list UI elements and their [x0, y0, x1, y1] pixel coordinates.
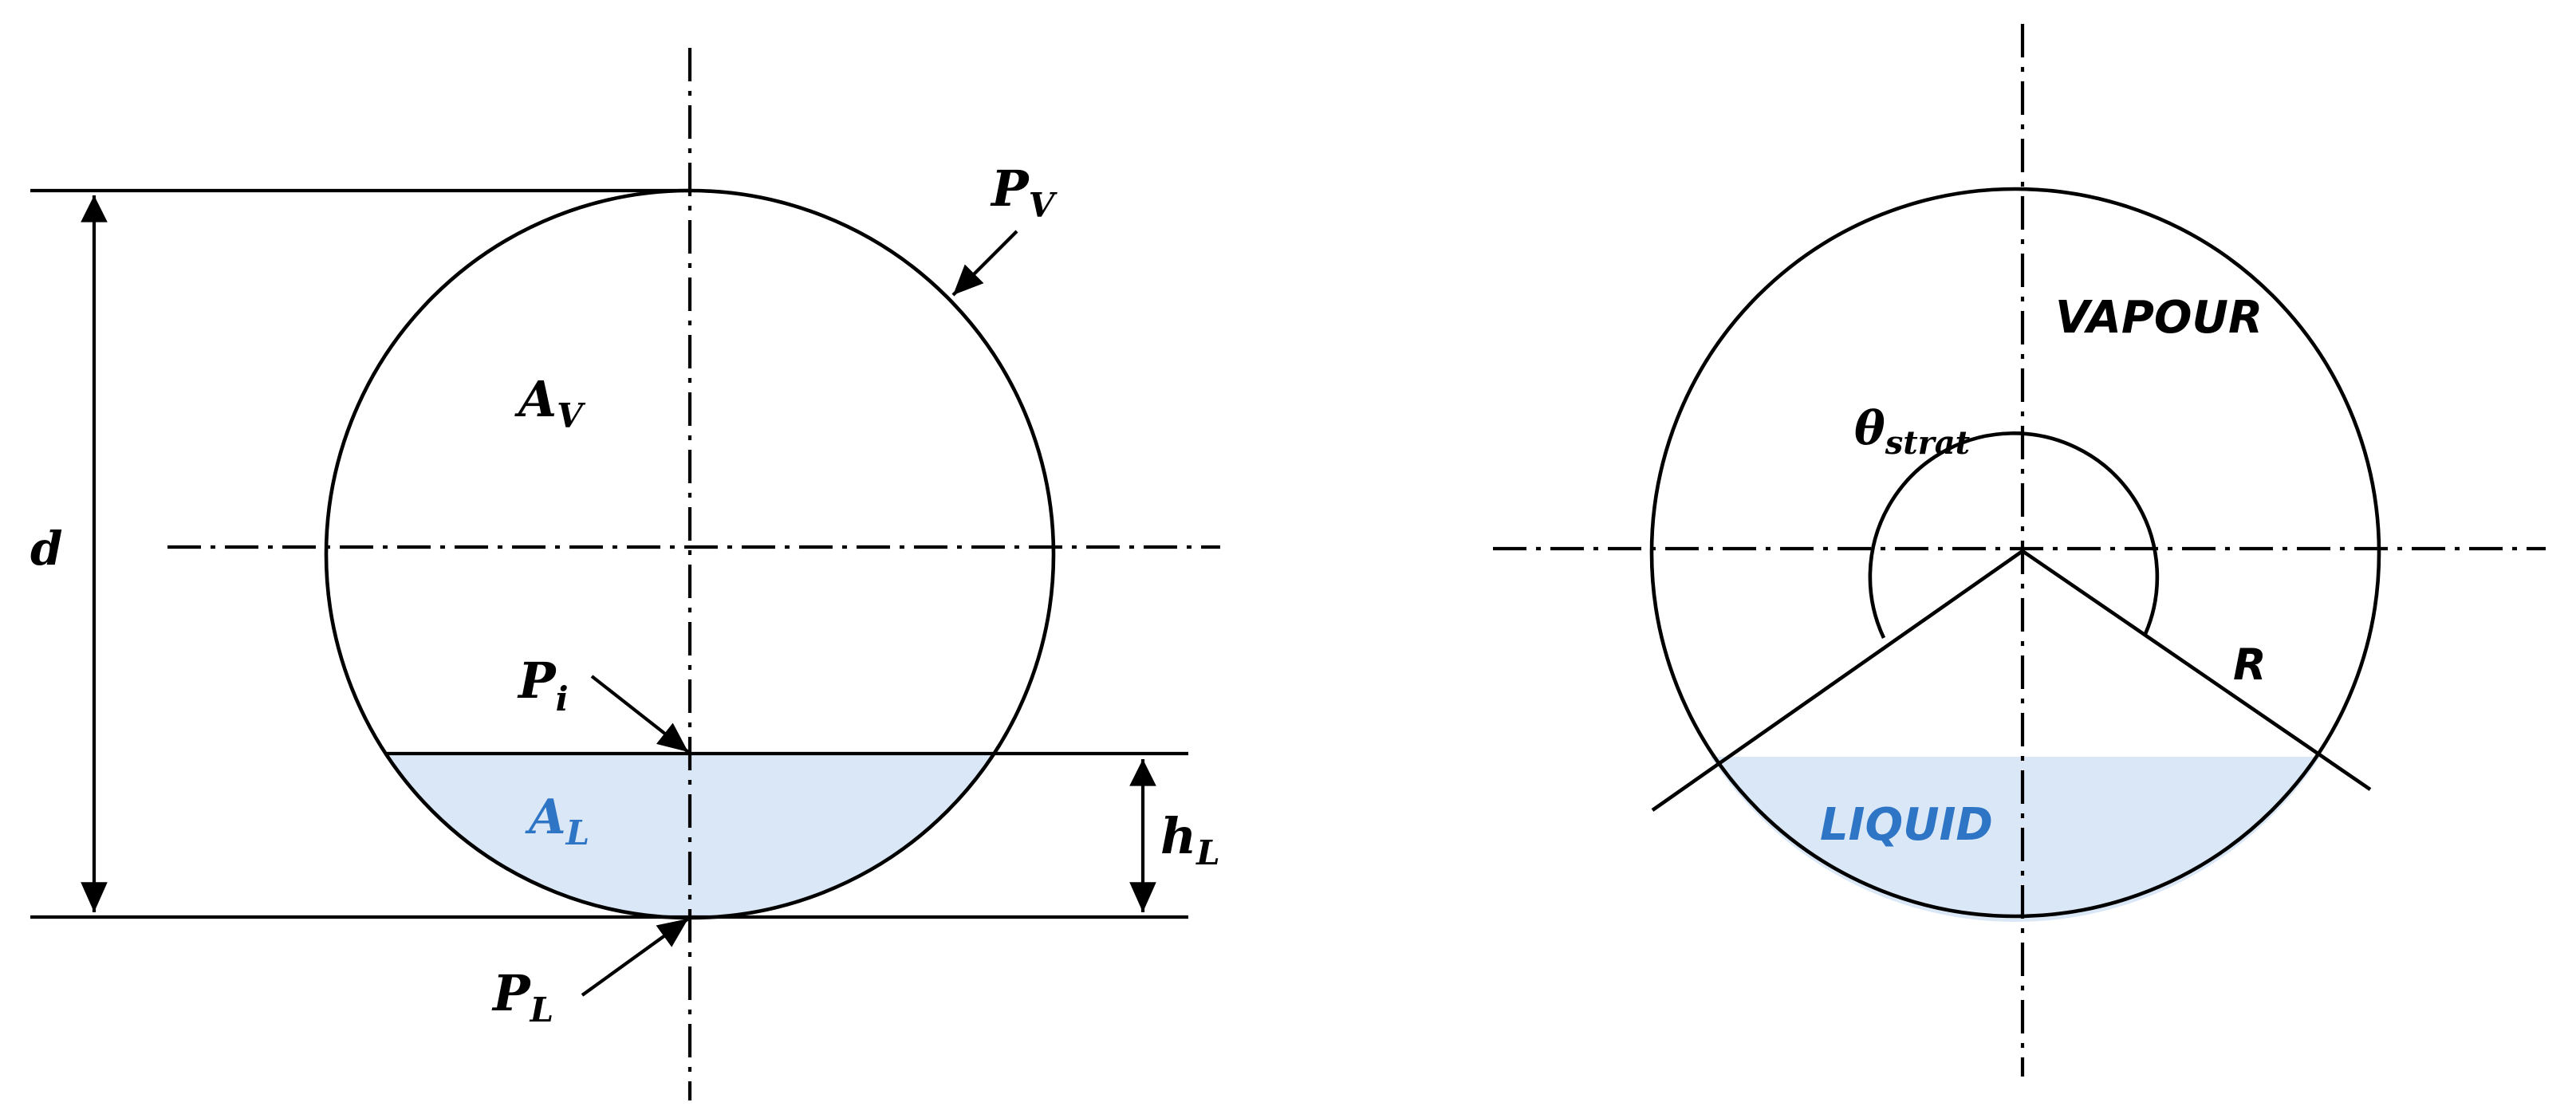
- label-p-v: PV: [990, 159, 1058, 225]
- left-liquid-region: [387, 754, 993, 916]
- pl-pointer-arrow: [581, 917, 690, 997]
- label-p-l: PL: [491, 964, 553, 1029]
- label-theta-strat: θstrat: [1854, 401, 1971, 462]
- label-a-l: AL: [525, 789, 589, 852]
- right-pipe-cross-section: VAPOUR θstrat R LIQUID: [1493, 24, 2546, 1077]
- left-pipe-cross-section: d PV AV Pi AL hL PL: [30, 48, 1220, 1100]
- right-radius-line: [2021, 549, 2372, 791]
- theta-strat-arc: [1868, 431, 2160, 639]
- pi-pointer-arrow: [590, 675, 690, 754]
- label-h-l: hL: [1160, 807, 1220, 872]
- pv-pointer-arrow: [951, 230, 1018, 297]
- label-liquid: LIQUID: [1820, 799, 1993, 851]
- right-pipe-wall: [1649, 187, 2381, 919]
- label-r: R: [2233, 640, 2267, 690]
- left-radius-line: [1651, 549, 2024, 812]
- label-a-v: AV: [514, 370, 586, 435]
- label-vapour: VAPOUR: [2055, 292, 2263, 344]
- label-p-i: Pi: [517, 652, 569, 718]
- right-liquid-region: [1711, 757, 2320, 922]
- label-d: d: [30, 522, 63, 576]
